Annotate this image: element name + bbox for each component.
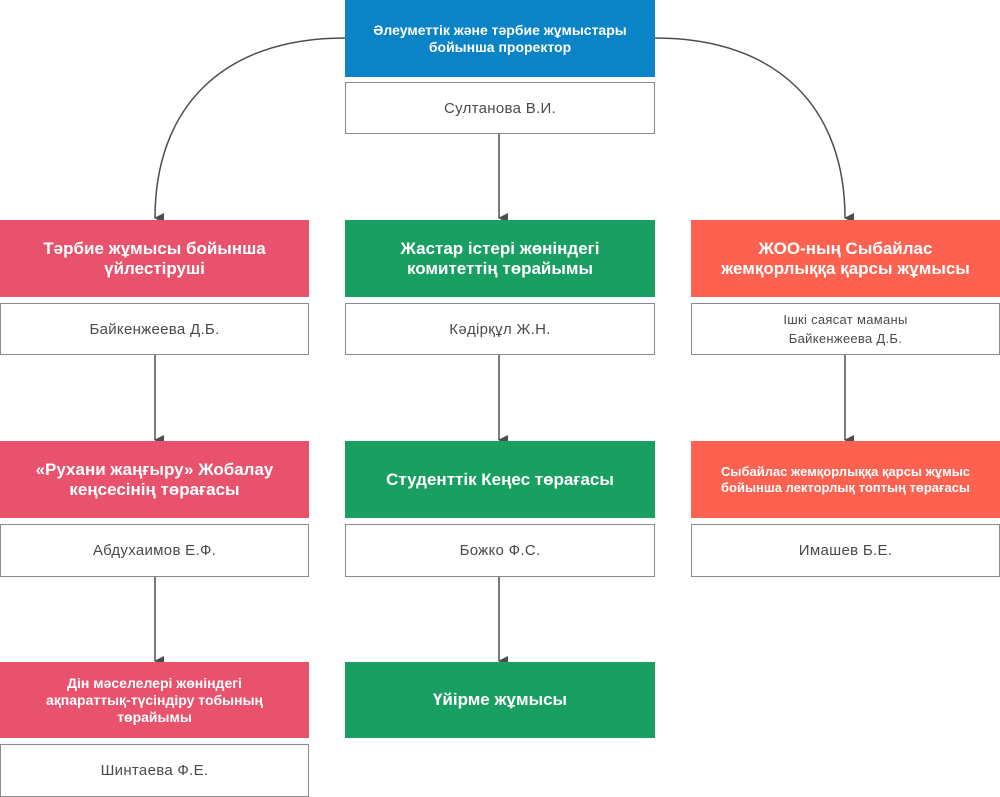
left-level2-name-box: Абдухаимов Е.Ф. — [0, 524, 309, 577]
right-level2-title: Сыбайлас жемқорлыққа қарсы жұмыс бойынша… — [720, 463, 971, 495]
middle-level1-name-box: Кәдірқұл Ж.Н. — [345, 303, 655, 355]
middle-level2-title-box: Студенттік Кеңес төрағасы — [345, 441, 655, 518]
right-level1-name: Байкенжеева Д.Б. — [788, 331, 903, 346]
right-level1-name-box: Ішкі саясат маманы Байкенжеева Д.Б. — [691, 303, 1000, 355]
top-name: Султанова В.И. — [443, 99, 557, 117]
middle-level1-name: Кәдірқұл Ж.Н. — [449, 320, 551, 338]
left-level3-title-box: Дін мәселелері жөніндегі ақпараттық-түсі… — [0, 662, 309, 738]
right-level1-position: Ішкі саясат маманы — [783, 312, 908, 327]
middle-level3-title: Үйірме жұмысы — [432, 690, 568, 709]
middle-level1-title-box: Жастар істері жөніндегі комитеттің төрай… — [345, 220, 655, 297]
middle-level2-title: Студенттік Кеңес төрағасы — [386, 469, 614, 489]
left-level2-name: Абдухаимов Е.Ф. — [92, 542, 217, 559]
top-name-box: Султанова В.И. — [345, 82, 655, 134]
connector-top-to-left — [154, 37, 346, 224]
middle-level3-title-box: Үйірме жұмысы — [345, 662, 655, 738]
left-level3-title: Дін мәселелері жөніндегі ақпараттық-түсі… — [46, 674, 263, 725]
middle-level2-name-box: Божко Ф.С. — [345, 524, 655, 577]
left-level2-title-box: «Рухани жаңғыру» Жобалау кеңсесінің төра… — [0, 441, 309, 518]
left-level1-name-box: Байкенжеева Д.Б. — [0, 303, 309, 355]
connector-top-to-right — [654, 37, 855, 223]
left-level1-title-box: Тәрбие жұмысы бойынша үйлестіруші — [0, 220, 309, 297]
left-level2-title: «Рухани жаңғыру» Жобалау кеңсесінің төра… — [35, 459, 274, 499]
middle-level2-name: Божко Ф.С. — [459, 542, 541, 559]
left-level1-name: Байкенжеева Д.Б. — [89, 320, 220, 338]
top-title-box: Әлеуметтік және тәрбие жұмыстары бойынша… — [345, 0, 655, 77]
middle-level1-title: Жастар істері жөніндегі комитеттің төрай… — [400, 238, 600, 278]
left-level1-title: Тәрбие жұмысы бойынша үйлестіруші — [43, 238, 266, 278]
right-level1-title-box: ЖОО-ның Сыбайлас жемқорлыққа қарсы жұмыс… — [691, 220, 1000, 297]
right-level2-name: Имашев Б.Е. — [798, 542, 893, 559]
right-level2-title-box: Сыбайлас жемқорлыққа қарсы жұмыс бойынша… — [691, 441, 1000, 518]
left-level3-name-box: Шинтаева Ф.Е. — [0, 744, 309, 797]
top-title: Әлеуметтік және тәрбие жұмыстары бойынша… — [373, 21, 627, 55]
right-level1-title: ЖОО-ның Сыбайлас жемқорлыққа қарсы жұмыс… — [721, 238, 970, 278]
right-level2-name-box: Имашев Б.Е. — [691, 524, 1000, 577]
left-level3-name: Шинтаева Ф.Е. — [100, 762, 209, 779]
